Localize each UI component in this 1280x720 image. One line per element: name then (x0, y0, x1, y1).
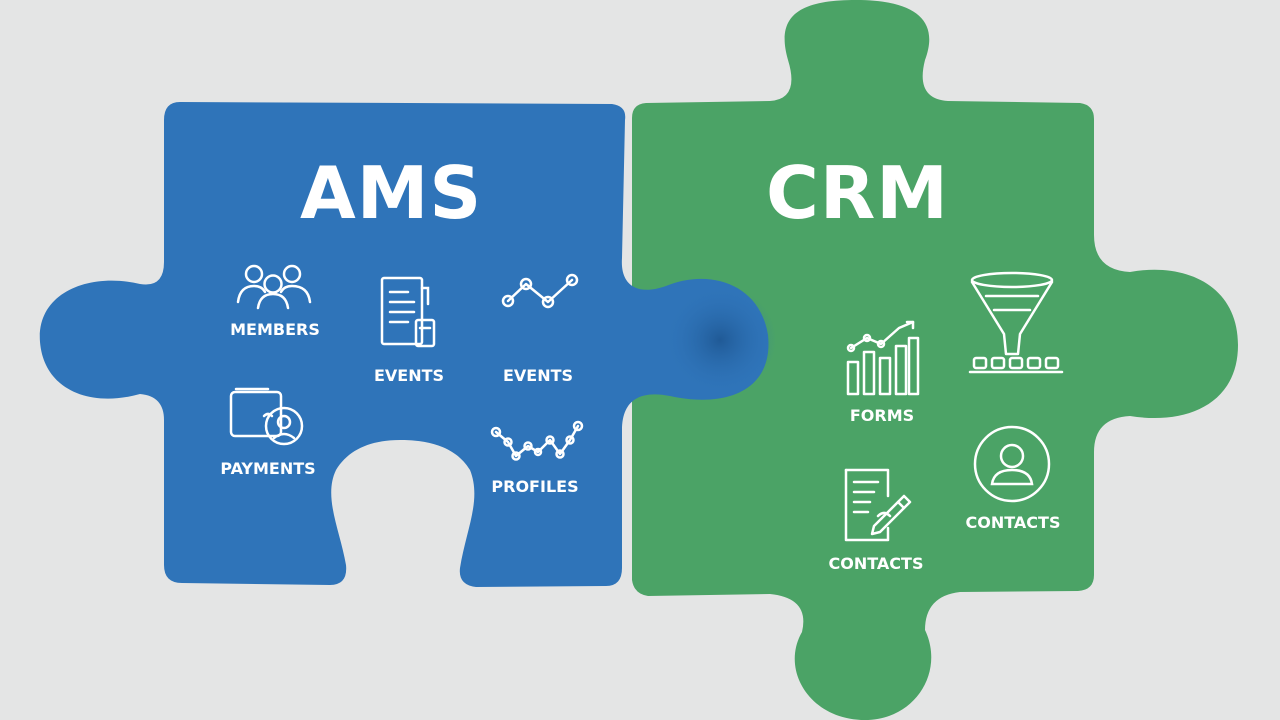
people-group-icon (234, 262, 314, 312)
label-contacts-1: CONTACTS (828, 554, 924, 573)
crm-puzzle-piece (632, 0, 1238, 720)
person-circle-icon (972, 424, 1052, 504)
wallet-card-icon (228, 386, 308, 448)
label-members: MEMBERS (230, 320, 320, 339)
label-profiles: PROFILES (491, 477, 579, 496)
label-forms: FORMS (849, 406, 915, 425)
network-graph-icon (490, 418, 584, 464)
crm-title: CRM (766, 151, 949, 235)
bar-chart-trend-icon (845, 318, 921, 398)
ams-bulge-shade (664, 286, 776, 394)
document-edit-icon (838, 466, 914, 546)
label-contacts-2: CONTACTS (965, 513, 1061, 532)
ams-title: AMS (300, 151, 483, 235)
line-graph-icon (498, 270, 584, 310)
label-events-2: EVENTS (502, 366, 574, 385)
label-events-1: EVENTS (373, 366, 445, 385)
label-payments: PAYMENTS (220, 459, 316, 478)
funnel-icon (966, 270, 1066, 378)
document-list-icon (378, 274, 440, 352)
